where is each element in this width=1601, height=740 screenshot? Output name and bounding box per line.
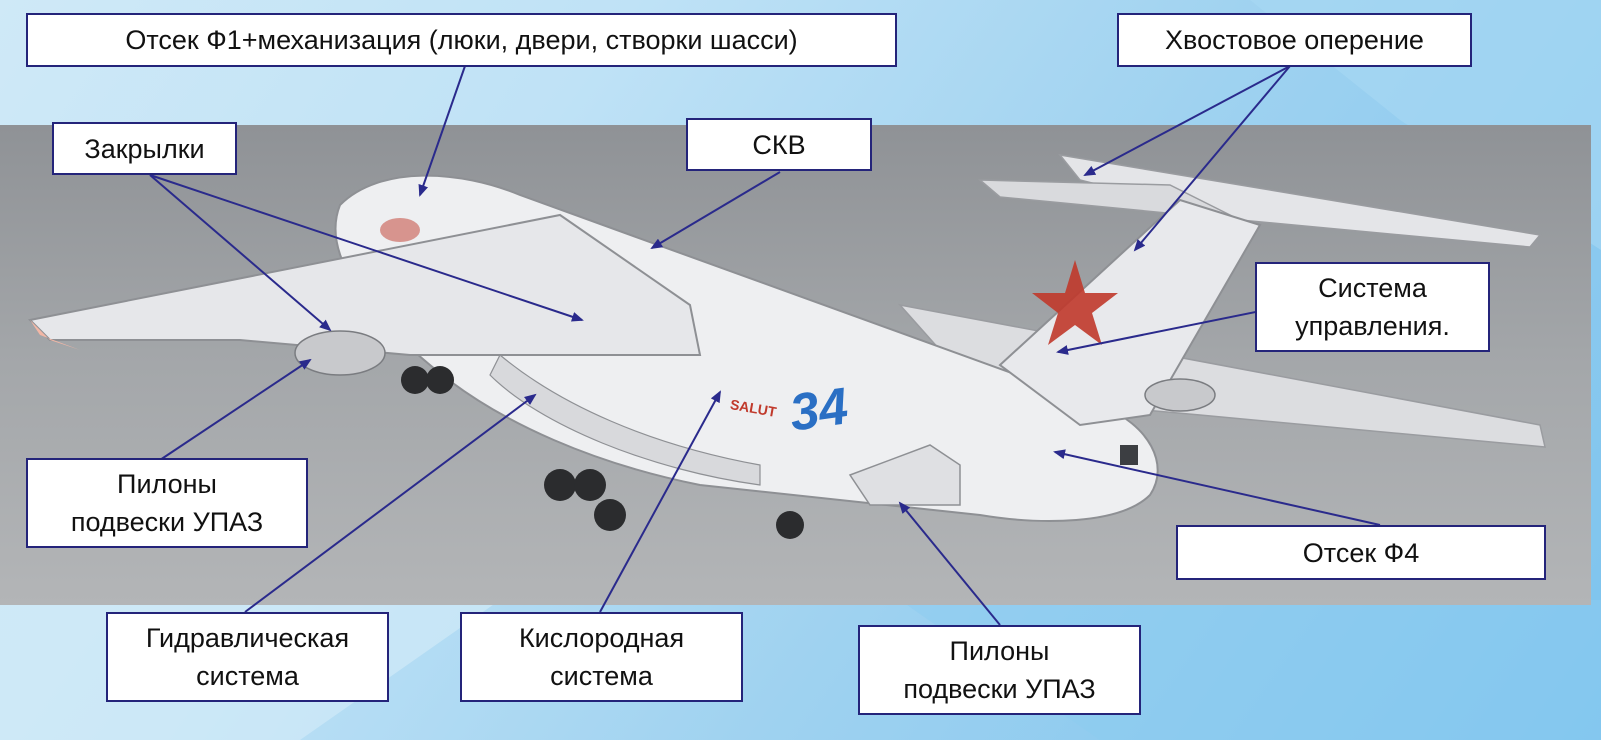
red-star-icon <box>1032 260 1118 345</box>
label-flaps: Закрылки <box>52 122 237 175</box>
leader-line <box>1133 65 1291 252</box>
label-hydraulic-system: Гидравлическая система <box>106 612 389 702</box>
leader-line <box>1083 65 1291 176</box>
label-f1-compartment: Отсек Ф1+механизация (люки, двери, створ… <box>26 13 897 67</box>
label-control-system: Система управления. <box>1255 262 1490 352</box>
leader-line <box>418 65 466 197</box>
leader-line <box>1056 304 1291 355</box>
leader-line <box>650 171 781 250</box>
leader-line <box>149 174 584 322</box>
leader-line <box>149 174 332 332</box>
label-pylons-left: Пилоны подвески УПАЗ <box>26 458 308 548</box>
leader-line <box>599 390 721 613</box>
leader-line <box>159 358 312 461</box>
aircraft-illustration <box>27 153 1546 539</box>
leader-line <box>898 501 1001 626</box>
label-tail-unit: Хвостовое оперение <box>1117 13 1472 67</box>
label-oxygen-system: Кислородная система <box>460 612 743 702</box>
label-f4-compartment: Отсек Ф4 <box>1176 525 1546 580</box>
leader-line <box>244 393 537 613</box>
label-pylons-right: Пилоны подвески УПАЗ <box>858 625 1141 715</box>
label-skv: СКВ <box>686 118 872 171</box>
leader-line <box>1053 449 1381 526</box>
